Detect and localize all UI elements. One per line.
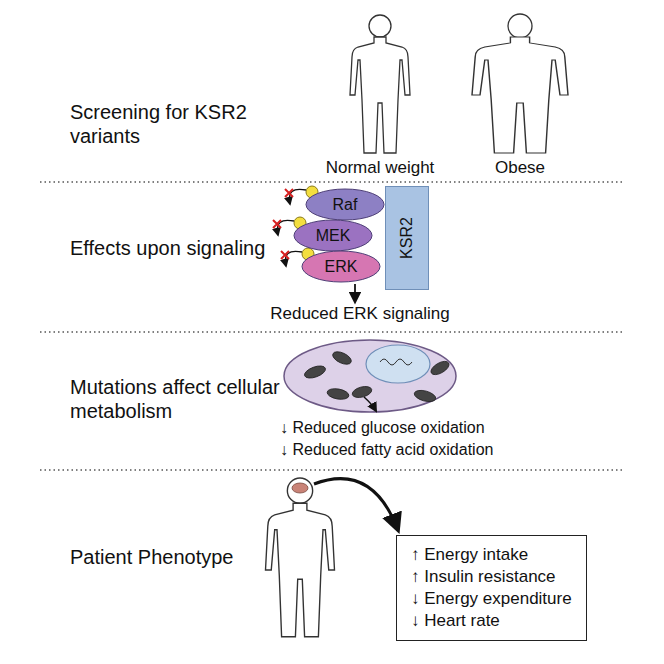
red-cross bbox=[273, 220, 281, 228]
dna bbox=[380, 359, 412, 365]
mitochondrion bbox=[429, 359, 451, 378]
brain-arrow bbox=[314, 479, 398, 530]
phenotype-line: ↑ Energy intake bbox=[411, 544, 572, 566]
protein-name: MEK bbox=[316, 227, 351, 245]
obese-figure bbox=[472, 14, 568, 153]
raf-oval: Raf bbox=[305, 188, 385, 221]
dotted-divider bbox=[40, 331, 624, 333]
protein-name: ERK bbox=[325, 258, 358, 276]
mitochondrion bbox=[331, 349, 353, 367]
dotted-divider bbox=[40, 181, 624, 183]
normal-weight-figure bbox=[350, 15, 410, 153]
cell-membrane bbox=[284, 340, 456, 412]
mitochondrion bbox=[413, 388, 437, 403]
body bbox=[350, 37, 410, 153]
mitochondrion bbox=[351, 385, 373, 400]
mitochondrion bbox=[303, 364, 327, 381]
cell bbox=[284, 340, 456, 412]
brain bbox=[292, 483, 308, 493]
phenotype-box: ↑ Energy intake↑ Insulin resistance↓ Ene… bbox=[396, 535, 587, 641]
erk-oval: ERK bbox=[301, 250, 381, 283]
effect-label: ↓ Reduced fatty acid oxidation bbox=[280, 440, 580, 459]
effect-label: ↓ Reduced glucose oxidation bbox=[280, 418, 580, 437]
head bbox=[287, 478, 312, 503]
mek-oval: MEK bbox=[293, 219, 373, 252]
section-dividers bbox=[40, 182, 624, 470]
ksr2-scaffold: KSR2 bbox=[385, 186, 429, 290]
body bbox=[472, 37, 568, 153]
section-title: Mutations affect cellular metabolism bbox=[70, 375, 295, 423]
phenotype-line: ↓ Heart rate bbox=[411, 610, 572, 632]
dotted-divider bbox=[40, 469, 624, 471]
group-label: Normal weight bbox=[300, 158, 460, 178]
protein-name: KSR2 bbox=[398, 217, 416, 259]
section-title: Screening for KSR2 variants bbox=[70, 100, 295, 148]
body bbox=[266, 503, 335, 636]
head bbox=[369, 15, 391, 37]
metabolism-arrow bbox=[364, 397, 376, 411]
signal-arrow bbox=[354, 284, 356, 302]
phenotype-line: ↑ Insulin resistance bbox=[411, 566, 572, 588]
phenotype-line: ↓ Energy expenditure bbox=[411, 588, 572, 610]
red-cross bbox=[281, 251, 289, 259]
section-title: Effects upon signaling bbox=[70, 236, 295, 260]
group-label: Obese bbox=[460, 158, 580, 178]
nucleus bbox=[366, 345, 430, 383]
red-cross bbox=[285, 189, 293, 197]
patient-figure bbox=[266, 478, 335, 637]
section-title: Patient Phenotype bbox=[70, 545, 295, 569]
oval-shape bbox=[306, 189, 384, 220]
oval-shape bbox=[302, 251, 380, 282]
head bbox=[508, 14, 532, 38]
result-label: Reduced ERK signaling bbox=[230, 304, 490, 324]
protein-name: Raf bbox=[333, 196, 358, 214]
mitochondrion bbox=[326, 387, 349, 401]
oval-shape bbox=[294, 220, 372, 251]
